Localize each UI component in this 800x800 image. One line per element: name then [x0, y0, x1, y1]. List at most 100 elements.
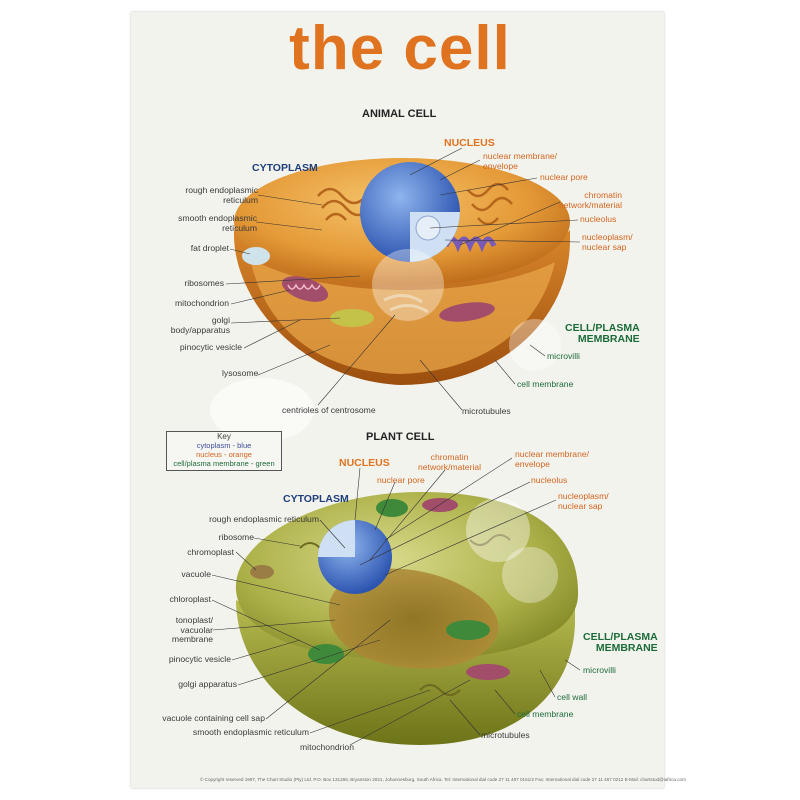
label-cell-membrane: cell membrane — [517, 379, 574, 389]
plant-cell-illustration — [235, 492, 579, 745]
label-ribosomes: ribosomes — [184, 278, 224, 288]
label-plant-nuclear-membrane-line1: nuclear membrane/ — [515, 449, 590, 459]
line-cm — [494, 359, 516, 385]
label-chromatin: chromatin network/material — [558, 190, 622, 210]
line-microtubules — [419, 359, 463, 411]
key-membrane: cell/plasma membrane - green — [173, 459, 275, 468]
animal-cut-face — [250, 258, 555, 374]
label-nucleoplasm-line1: nucleoplasm/ — [582, 232, 633, 242]
label-plant-microvilli: microvilli — [583, 665, 616, 675]
line-ribo — [225, 275, 361, 285]
line-pore — [439, 177, 538, 196]
label-smooth-er: smooth endoplasmic reticulum — [178, 213, 257, 233]
label-nuclear-membrane-line2: envelope — [483, 160, 518, 171]
line-pino — [243, 319, 301, 349]
line-p-rer — [319, 519, 346, 549]
chromoplast-shape — [250, 565, 274, 579]
label-lysosome: lysosome — [222, 368, 259, 378]
label-rough-er: rough endoplasmic reticulum — [185, 185, 258, 205]
label-chromatin-line1: chromatin — [584, 190, 622, 200]
line-p-vcs — [265, 619, 391, 720]
label-plant-chromatin-line1: chromatin — [430, 452, 469, 462]
line-p-cm — [494, 689, 516, 715]
label-nuclear-membrane: nuclear membrane/ envelope — [483, 151, 557, 171]
animal-cell-heading: ANIMAL CELL — [362, 108, 437, 120]
animal-glare-3 — [210, 378, 314, 442]
plant-membrane-heading: CELL/PLASMA MEMBRANE — [583, 632, 658, 654]
label-plant-smooth-er: smooth endoplasmic reticulum — [192, 727, 309, 737]
line-p-chromo — [235, 551, 257, 571]
line-nucleolus — [429, 219, 579, 229]
plant-glare-2 — [502, 547, 558, 603]
label-golgi-body: golgi body/apparatus — [170, 315, 230, 335]
poster-title: the cell — [289, 14, 511, 83]
line-p-nucleolus — [359, 481, 531, 566]
plant-mitochondrion-shape — [422, 498, 458, 512]
line-golgi — [230, 317, 341, 324]
line-ser — [255, 221, 323, 231]
animal-cell-illustration — [210, 158, 570, 442]
line-p-vac — [211, 574, 341, 606]
label-smooth-er-line2: reticulum — [222, 222, 257, 233]
animal-membrane-heading: CELL/PLASMA MEMBRANE — [565, 323, 640, 345]
label-smooth-er-line1: smooth endoplasmic — [178, 213, 257, 223]
fat-droplet-shape — [242, 247, 270, 265]
line-rer — [257, 194, 323, 206]
label-tonoplast-line1: tonoplast/ — [175, 615, 213, 625]
label-chromatin-line2: network/material — [558, 199, 622, 210]
label-microtubules: microtubules — [462, 406, 511, 416]
key-nucleus: nucleus - orange — [196, 450, 252, 459]
label-plant-nuclear-pore: nuclear pore — [377, 475, 425, 485]
animal-glare-2 — [509, 319, 561, 371]
line-p-microvilli — [564, 659, 581, 671]
color-key: Key cytoplasm - blue nucleus - orange ce… — [166, 431, 282, 471]
chloroplast-shape-2 — [446, 620, 490, 640]
animal-mitochondrion-shape — [281, 276, 329, 302]
plant-cell-heading: PLANT CELL — [366, 431, 435, 443]
label-plant-chromatin: chromatin network/material — [418, 452, 481, 472]
label-tonoplast-line3: membrane — [171, 634, 213, 644]
line-p-microtubules — [449, 699, 481, 736]
mito-cristae — [287, 283, 321, 290]
plant-vacuole — [328, 568, 499, 669]
label-chromoplast: chromoplast — [187, 547, 234, 557]
line-nucleus — [409, 147, 463, 176]
label-plant-rough-er: rough endoplasmic reticulum — [209, 514, 319, 524]
line-mito — [230, 289, 291, 305]
key-cytoplasm: cytoplasm - blue — [196, 441, 252, 450]
label-plant-microtubules: microtubules — [481, 730, 530, 740]
plant-membrane-heading-line1: CELL/PLASMA — [583, 631, 658, 643]
line-p-pino — [231, 639, 301, 661]
plant-glare — [466, 498, 530, 562]
line-p-pore — [374, 481, 396, 531]
label-nuclear-pore: nuclear pore — [540, 172, 588, 182]
label-rough-er-line1: rough endoplasmic — [185, 185, 258, 195]
line-lyso — [257, 344, 331, 376]
line-centrioles — [317, 314, 396, 406]
centrioles-shape — [383, 294, 429, 314]
label-tonoplast: tonoplast/ vacuolar membrane — [171, 615, 213, 645]
plant-mitochondrion-shape-2 — [466, 664, 510, 680]
line-p-wall — [539, 669, 556, 698]
line-microvilli — [529, 344, 546, 357]
label-plant-nuclear-membrane-line2: envelope — [515, 458, 550, 469]
label-golgi-body-line2: body/apparatus — [170, 324, 230, 335]
label-plant-golgi: golgi apparatus — [178, 679, 237, 689]
label-chloroplast: chloroplast — [169, 594, 211, 604]
plant-nucleus-heading: NUCLEUS — [339, 457, 390, 469]
line-p-sap — [384, 499, 557, 576]
line-fat — [229, 248, 251, 255]
animal-membrane-heading-line1: CELL/PLASMA — [565, 322, 640, 334]
line-p-tono — [212, 619, 336, 631]
line-p-chloro — [211, 599, 321, 651]
label-plant-nucleoplasm-line2: nuclear sap — [558, 500, 603, 511]
plant-membrane-heading-line2: MEMBRANE — [595, 642, 658, 654]
chloroplast-shape-3 — [308, 644, 344, 664]
label-vacuole-cell-sap: vacuole containing cell sap — [162, 713, 265, 723]
label-plant-nucleolus: nucleolus — [531, 475, 568, 485]
label-plant-ribosome: ribosome — [218, 532, 254, 542]
label-nucleoplasm: nucleoplasm/ nuclear sap — [582, 232, 633, 252]
label-nucleolus: nucleolus — [580, 214, 617, 224]
label-plant-pinocytic-vesicle: pinocytic vesicle — [168, 654, 231, 664]
